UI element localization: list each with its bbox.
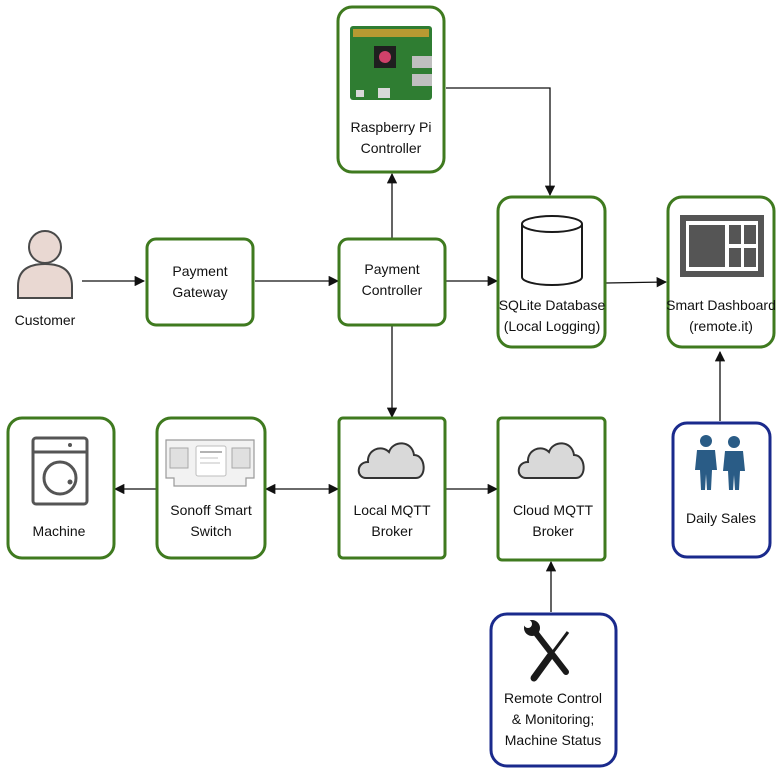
cloud-mqtt-label-line2: Broker [532,523,574,539]
sonoff-switch-node: Sonoff Smart Switch [155,416,267,560]
database-cylinder-icon [521,215,583,286]
local-mqtt-label-line1: Local MQTT [353,502,430,518]
daily-sales-node: Daily Sales [671,421,772,559]
raspberry-pi-node: Raspberry Pi Controller [336,5,446,174]
local-mqtt-node: Local MQTT Broker [337,416,447,560]
payment-gateway-label-line2: Gateway [172,284,227,300]
smart-dashboard-label-line2: (remote.it) [689,318,753,334]
payment-gateway-node: Payment Gateway [145,237,255,327]
smart-dashboard-label-line1: Smart Dashboard [666,297,776,313]
arrow-raspberry-pi-to-sqlite [446,87,556,197]
local-mqtt-box [337,416,447,560]
payment-gateway-label-line1: Payment [172,263,227,279]
connectors [82,87,726,612]
payment-controller-label-line2: Controller [362,282,423,298]
sqlite-database-node: SQLite Database (Local Logging) [496,195,607,349]
person-icon [17,230,73,299]
wrench-screwdriver-icon [524,620,570,682]
smart-switch-device-icon [165,439,255,487]
remote-control-box [489,612,618,768]
cloud-mqtt-node: Cloud MQTT Broker [496,416,607,562]
sonoff-switch-label-line1: Sonoff Smart [170,502,252,518]
machine-node: Machine [6,416,116,560]
business-people-icon [695,435,745,490]
raspberry-pi-board-icon [350,26,432,100]
daily-sales-box [671,421,772,559]
payment-controller-box [337,237,447,327]
raspberry-pi-label-line1: Raspberry Pi [351,119,432,135]
sqlite-database-label-line1: SQLite Database [499,297,606,313]
dashboard-window-icon [680,215,764,277]
cloud-icon [517,442,585,479]
sqlite-database-label-line2: (Local Logging) [504,318,601,334]
daily-sales-label: Daily Sales [686,510,756,526]
customer-label: Customer [15,312,76,328]
payment-controller-label-line1: Payment [364,261,419,277]
raspberry-pi-label-line2: Controller [361,140,422,156]
remote-control-node: Remote Control & Monitoring; Machine Sta… [489,612,618,768]
smart-dashboard-node: Smart Dashboard (remote.it) [666,195,776,349]
cloud-mqtt-label-line1: Cloud MQTT [513,502,594,518]
local-mqtt-label-line2: Broker [371,523,413,539]
sonoff-switch-label-line2: Switch [190,523,231,539]
remote-control-label-line1: Remote Control [504,690,602,706]
washing-machine-icon [31,436,89,506]
remote-control-label-line2: & Monitoring; [512,711,594,727]
cloud-mqtt-box [496,416,607,562]
payment-controller-node: Payment Controller [337,237,447,327]
customer-node: Customer [15,230,76,328]
arrow-sqlite-to-dashboard [605,276,668,288]
remote-control-label-line3: Machine Status [505,732,602,748]
cloud-icon [357,442,425,479]
payment-gateway-box [145,237,255,327]
machine-label: Machine [33,523,86,539]
